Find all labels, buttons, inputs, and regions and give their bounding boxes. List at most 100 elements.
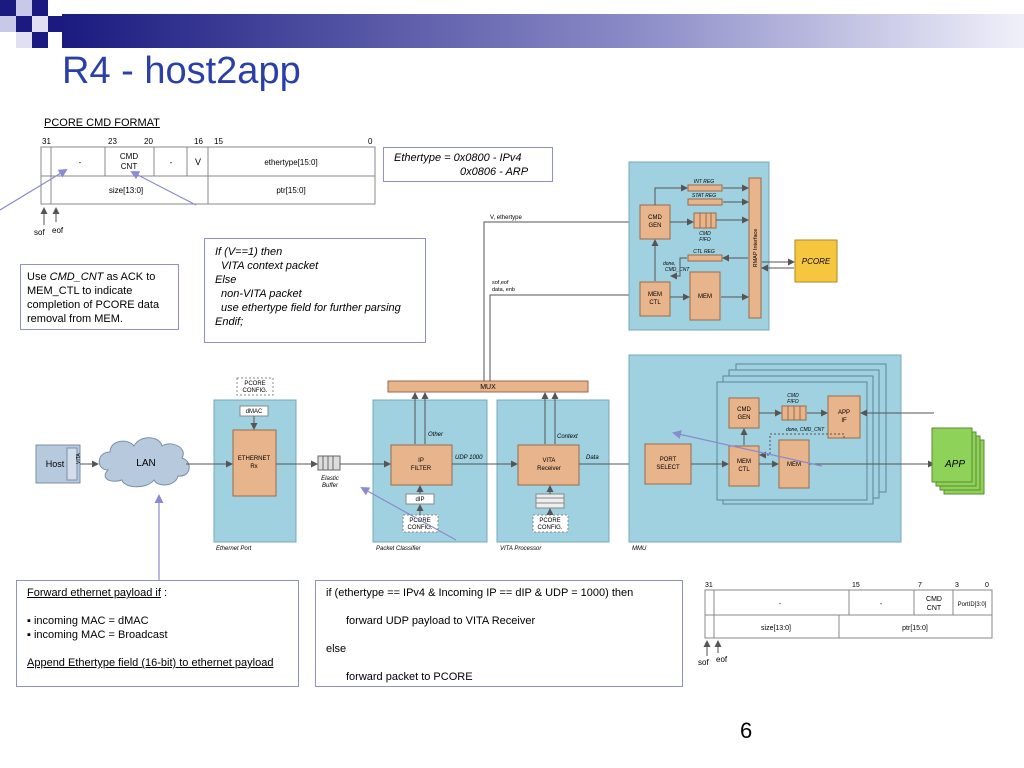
- forward-ethernet-note: Forward ethernet payload if : ▪ incoming…: [16, 580, 299, 687]
- mmu-region: PORT SELECT CMD GEN CMD FIFO APP IF done…: [628, 354, 935, 552]
- svg-text:Packet Classifier: Packet Classifier: [376, 546, 422, 552]
- svg-text:APP: APP: [944, 459, 965, 470]
- svg-text:MEM: MEM: [648, 292, 662, 298]
- svg-text:FIFO: FIFO: [787, 399, 798, 405]
- svg-text:CONFIG.: CONFIG.: [538, 525, 563, 531]
- svg-text:PCORE: PCORE: [244, 381, 265, 387]
- svg-text:31: 31: [705, 582, 713, 589]
- svg-text:APP: APP: [838, 410, 850, 416]
- packet-classifier: IP FILTER Other UDP 1000 dIP PCORE CONFI…: [372, 399, 488, 552]
- svg-text:MMU: MMU: [632, 546, 647, 552]
- svg-text:ethertype[15:0]: ethertype[15:0]: [264, 158, 317, 167]
- svg-text:15: 15: [214, 137, 223, 146]
- svg-text:RMAP Interface: RMAP Interface: [753, 229, 759, 268]
- svg-text:PORT: PORT: [660, 457, 677, 463]
- pcore-mem-region: CMD GEN INT REG STAT REG CMD FIFO CTL RE…: [628, 161, 795, 331]
- svg-text:CMD: CMD: [120, 152, 138, 161]
- svg-text:ETHERNET: ETHERNET: [238, 456, 271, 462]
- svg-text:CNT: CNT: [121, 162, 138, 171]
- svg-text:V: V: [195, 157, 201, 167]
- svg-text:VITA Processor: VITA Processor: [500, 546, 542, 552]
- svg-text:MEM: MEM: [698, 294, 712, 300]
- ethernet-port: PCORE CONFIG. dMAC ETHERNET Rx Ethernet …: [213, 377, 297, 552]
- svg-text:size[13:0]: size[13:0]: [761, 625, 791, 632]
- svg-text:FIFO: FIFO: [699, 237, 710, 243]
- svg-text:IP: IP: [418, 458, 424, 464]
- svg-text:done, CMD_CNT: done, CMD_CNT: [786, 427, 825, 433]
- svg-text:dIP: dIP: [415, 497, 424, 503]
- svg-text:Buffer: Buffer: [322, 483, 339, 489]
- svg-text:16: 16: [194, 137, 203, 146]
- app-block: APP: [931, 427, 985, 495]
- svg-text:INT REG: INT REG: [694, 179, 714, 185]
- svg-text:CMD: CMD: [648, 215, 662, 221]
- sof-marker: sof: [34, 228, 45, 237]
- svg-text:LAN: LAN: [136, 458, 155, 469]
- svg-text:CONFIG.: CONFIG.: [243, 388, 268, 394]
- svg-text:Receiver: Receiver: [537, 466, 561, 472]
- svg-text:ptr[15:0]: ptr[15:0]: [902, 625, 928, 632]
- svg-text:15: 15: [852, 582, 860, 589]
- svg-text:-: -: [880, 601, 883, 608]
- svg-text:CTL: CTL: [649, 300, 661, 306]
- svg-text:GEN: GEN: [737, 415, 750, 421]
- svg-text:SELECT: SELECT: [656, 465, 680, 471]
- svg-text:FILTER: FILTER: [411, 466, 432, 472]
- svg-text:CMD: CMD: [699, 231, 711, 237]
- pcore-cmd-format-table: 31 23 20 16 15 0 - CMD CNT - V ethertype…: [34, 137, 376, 237]
- vita-condition-note: If (V==1) then VITA context packet Else …: [204, 238, 426, 343]
- svg-text:CONFIG.: CONFIG.: [408, 525, 433, 531]
- svg-text:MEM: MEM: [787, 462, 801, 468]
- svg-text:CMD: CMD: [787, 393, 799, 399]
- svg-text:0: 0: [368, 137, 373, 146]
- svg-text:Other: Other: [428, 432, 444, 438]
- svg-text:MUX: MUX: [480, 384, 496, 391]
- sof-marker-2: sof: [698, 658, 709, 667]
- app-cmd-format-table: 31 15 7 3 0 - - CMD CNT PortID[3:0] size…: [698, 582, 993, 667]
- svg-text:dMAC: dMAC: [246, 409, 263, 415]
- svg-text:7: 7: [918, 582, 922, 589]
- ethertype-ipv4: Ethertype = 0x0800 - IPv4: [394, 152, 522, 164]
- svg-text:Data: Data: [586, 455, 599, 461]
- host-block: Host VITA: [35, 444, 82, 484]
- svg-text:-: -: [79, 158, 82, 167]
- pcore-block: PCORE: [794, 239, 838, 283]
- svg-text:-: -: [779, 601, 782, 608]
- svg-text:0: 0: [985, 582, 989, 589]
- svg-text:sof,eof: sof,eof: [492, 280, 509, 286]
- svg-text:STAT REG: STAT REG: [692, 193, 716, 199]
- cmd-cnt-note: Use CMD_CNT as ACK to MEM_CTL to indicat…: [20, 264, 179, 330]
- svg-text:IF: IF: [841, 418, 847, 424]
- svg-text:CMD_CNT: CMD_CNT: [665, 267, 690, 273]
- svg-text:31: 31: [42, 137, 51, 146]
- svg-text:CTL REG: CTL REG: [693, 249, 715, 255]
- lan-cloud: LAN: [98, 437, 190, 488]
- svg-text:3: 3: [955, 582, 959, 589]
- svg-text:V, ethertype: V, ethertype: [490, 215, 522, 221]
- eof-marker: eof: [52, 226, 64, 235]
- svg-text:CMD: CMD: [926, 596, 942, 603]
- svg-text:Context: Context: [557, 434, 578, 440]
- header-decoration: [0, 0, 1024, 48]
- svg-text:size[13:0]: size[13:0]: [109, 186, 143, 195]
- svg-text:GEN: GEN: [648, 223, 661, 229]
- svg-text:Host: Host: [46, 459, 65, 469]
- svg-text:MEM: MEM: [737, 459, 751, 465]
- svg-text:done,: done,: [663, 261, 676, 267]
- svg-text:20: 20: [144, 137, 153, 146]
- elastic-buffer: Elastic Buffer: [317, 455, 341, 489]
- svg-text:PCORE: PCORE: [409, 518, 430, 524]
- svg-text:PortID[3:0]: PortID[3:0]: [958, 602, 987, 608]
- svg-text:Rx: Rx: [250, 464, 257, 470]
- classifier-rule-note: if (ethertype == IPv4 & Incoming IP == d…: [315, 580, 683, 687]
- page-number: 6: [740, 718, 753, 743]
- svg-text:Elastic: Elastic: [321, 476, 339, 482]
- svg-text:UDP 1000: UDP 1000: [455, 455, 483, 461]
- svg-text:VITA: VITA: [543, 458, 556, 464]
- ethertype-note: Ethertype = 0x0800 - IPv4 0x0806 - ARP: [383, 147, 553, 182]
- mux-block: MUX: [387, 380, 589, 393]
- pcore-cmd-format-label: PCORE CMD FORMAT: [44, 117, 160, 129]
- svg-text:CNT: CNT: [927, 605, 942, 612]
- vita-processor: VITA Receiver Context Data PCORE CONFIG.…: [496, 399, 610, 552]
